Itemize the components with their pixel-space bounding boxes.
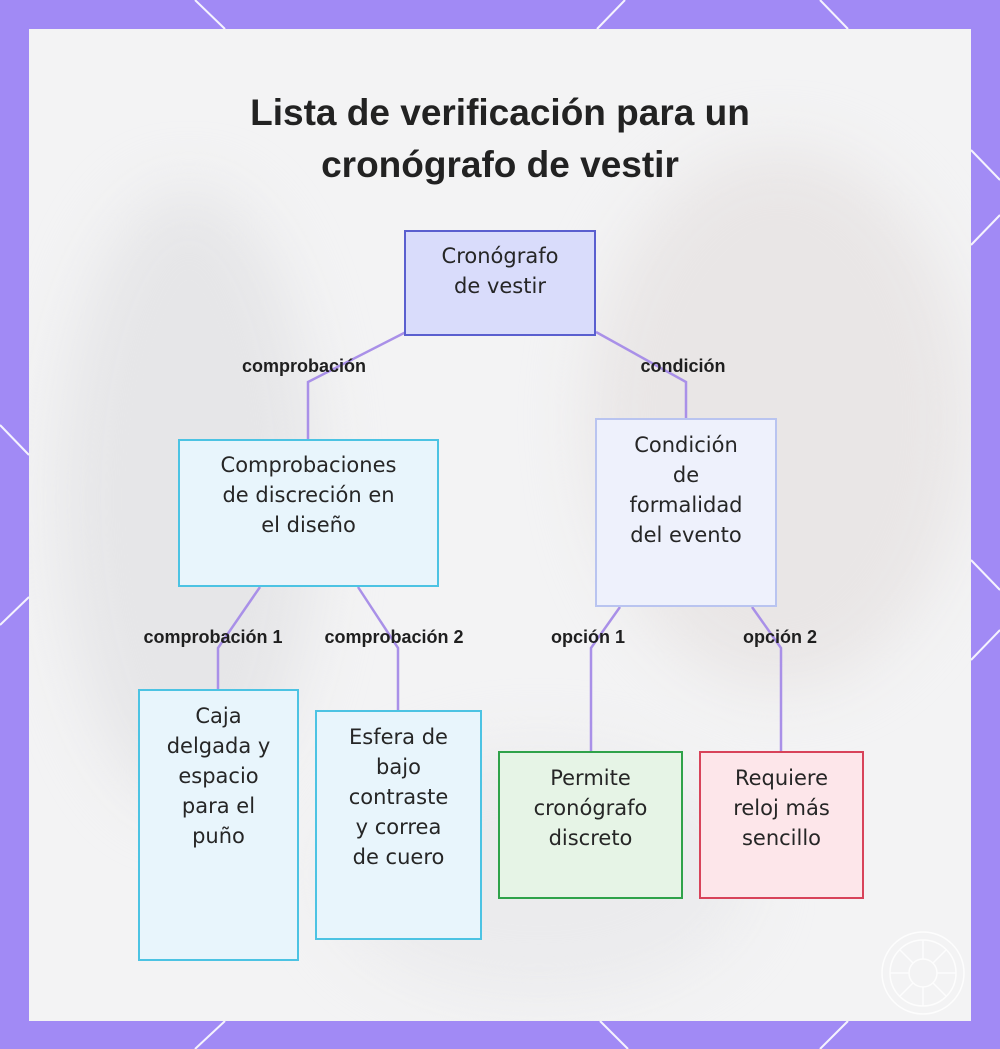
dial-line-4: y correa xyxy=(355,815,442,839)
event-formality-line-2: de xyxy=(672,463,700,487)
edge-label-check: comprobación xyxy=(241,356,367,376)
connector-design-dial xyxy=(356,586,400,711)
connector-event-allows xyxy=(589,606,622,752)
title-line-1: Lista de verificación para un xyxy=(250,92,750,133)
requires-simple-node: Requiere reloj más sencillo xyxy=(699,751,864,899)
allows-chrono-line-3: discreto xyxy=(548,826,633,850)
design-check-line-2: de discreción en xyxy=(222,483,395,507)
root-node-line-2: de vestir xyxy=(454,274,546,298)
event-formality-line-1: Condición xyxy=(634,433,738,457)
event-formality-node: Condición de formalidad del evento xyxy=(595,418,777,607)
connector-root-design xyxy=(306,330,407,440)
thin-case-line-1: Caja xyxy=(195,704,242,728)
connector-design-case xyxy=(216,586,262,690)
design-check-line-1: Comprobaciones xyxy=(220,453,397,477)
dial-line-2: bajo xyxy=(376,755,421,779)
requires-simple-line-1: Requiere xyxy=(734,766,829,790)
thin-case-node: Caja delgada y espacio para el puño xyxy=(138,689,299,961)
root-node: Cronógrafo de vestir xyxy=(404,230,596,336)
requires-simple-line-2: reloj más xyxy=(733,796,830,820)
thin-case-line-5: puño xyxy=(192,824,245,848)
event-formality-line-4: del evento xyxy=(630,523,742,547)
seal-emblem-icon xyxy=(881,931,965,1015)
allows-chrono-line-1: Permite xyxy=(550,766,631,790)
dial-line-5: de cuero xyxy=(352,845,445,869)
design-check-line-3: el diseño xyxy=(261,513,356,537)
edge-label-condition: condición xyxy=(640,356,726,376)
edge-label-check-1: comprobación 1 xyxy=(143,627,283,647)
design-check-node: Comprobaciones de discreción en el diseñ… xyxy=(178,439,439,587)
allows-chrono-line-2: cronógrafo xyxy=(533,796,648,820)
thin-case-line-2: delgada y xyxy=(166,734,271,758)
low-contrast-dial-node: Esfera de bajo contraste y correa de cue… xyxy=(315,710,482,940)
requires-simple-line-3: sencillo xyxy=(741,826,822,850)
diagram-title: Lista de verificación para un cronógrafo… xyxy=(29,87,971,191)
allows-chrono-node: Permite cronógrafo discreto xyxy=(498,751,683,899)
connector-root-event xyxy=(595,330,688,418)
event-formality-line-3: formalidad xyxy=(629,493,743,517)
root-node-line-1: Cronógrafo xyxy=(441,244,559,268)
edge-label-option-1: opción 1 xyxy=(550,627,626,647)
title-line-2: cronógrafo de vestir xyxy=(321,144,679,185)
edge-label-check-2: comprobación 2 xyxy=(324,627,464,647)
edge-label-option-2: opción 2 xyxy=(742,627,818,647)
thin-case-line-3: espacio xyxy=(178,764,259,788)
connector-event-requires xyxy=(750,606,783,752)
thin-case-line-4: para el xyxy=(181,794,256,818)
dial-line-1: Esfera de xyxy=(349,725,448,749)
dial-line-3: contraste xyxy=(348,785,449,809)
